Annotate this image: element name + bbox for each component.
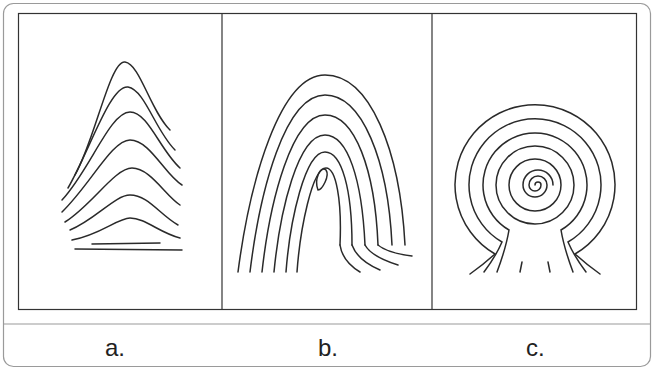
arch-pattern <box>62 62 182 250</box>
whorl-pattern <box>455 105 615 274</box>
outer-frame <box>4 4 651 367</box>
caption-divider <box>4 323 651 324</box>
panel-label: c. <box>526 334 545 362</box>
panel-divider <box>221 14 222 310</box>
panel-frame <box>19 14 637 310</box>
panel-label: a. <box>105 334 125 362</box>
loop-pattern <box>238 75 412 272</box>
panel-divider <box>431 14 432 310</box>
panel-label: b. <box>318 334 338 362</box>
